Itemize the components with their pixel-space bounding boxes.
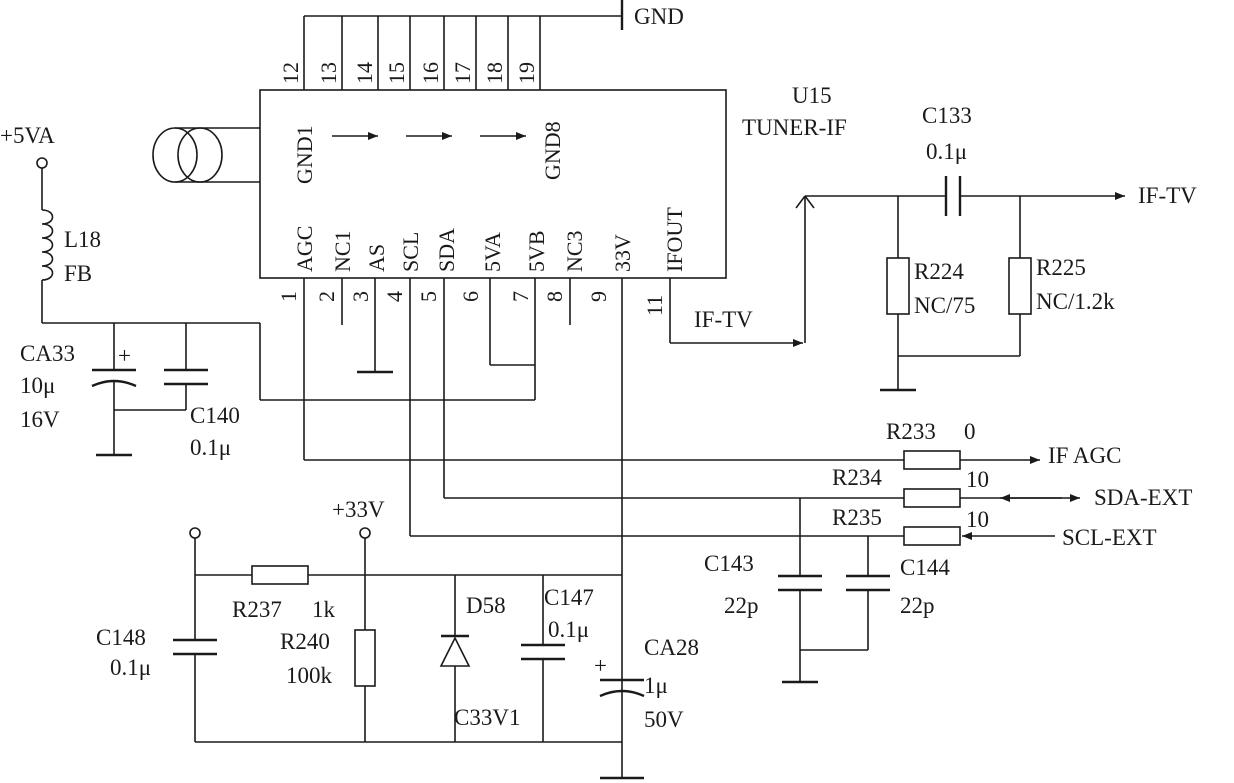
supply-33v-label: +33V <box>332 497 385 522</box>
nc1-pin-name: NC1 <box>330 230 355 272</box>
u15-ref-label: U15 <box>792 83 832 108</box>
pin-2-label: 2 <box>314 291 339 302</box>
r233-ref-label: R233 <box>886 419 936 444</box>
gnd-label: GND <box>634 4 684 29</box>
gnd1-label: GND1 <box>292 125 317 184</box>
c133-value-label: 0.1μ <box>926 139 968 164</box>
pin-8-label: 8 <box>542 291 567 302</box>
c143-value-label: 22p <box>724 593 759 618</box>
r224-ref-label: R224 <box>914 259 964 284</box>
pin-4-label: 4 <box>382 291 407 302</box>
c144-value-label: 22p <box>900 593 935 618</box>
c143-ref-label: C143 <box>704 551 754 576</box>
l18-ref-label: L18 <box>64 227 102 252</box>
r235-value-label: 10 <box>966 507 989 532</box>
c148-value-label: 0.1μ <box>110 655 152 680</box>
ca33-value-label: 10μ <box>20 373 56 398</box>
ca33-ref-label: CA33 <box>20 341 75 366</box>
r234-value-label: 10 <box>966 467 989 492</box>
pin-16-label: 16 <box>418 62 443 84</box>
c144-ref-label: C144 <box>900 555 950 580</box>
ca33-rating-label: 16V <box>20 407 60 432</box>
supply-33v-net <box>173 527 645 743</box>
ifout-pin-name: IFOUT <box>662 207 687 272</box>
supply-5va-net <box>36 157 536 457</box>
nc3-pin-name: NC3 <box>562 230 587 272</box>
tuner-module-box <box>259 89 727 279</box>
pin-9-label: 9 <box>586 291 611 302</box>
pin-11-label: 11 <box>642 295 667 316</box>
scl-pin-name: SCL <box>398 232 423 272</box>
r225-ref-label: R225 <box>1036 255 1086 280</box>
r224-value-label: NC/75 <box>914 293 976 318</box>
coax-input-icon <box>152 127 260 183</box>
5vb-pin-name: 5VB <box>524 230 549 272</box>
r234-ref-label: R234 <box>832 465 882 490</box>
33v-pin-name: 33V <box>610 234 635 272</box>
pin-3-label: 3 <box>348 291 373 302</box>
c133-ref-label: C133 <box>922 103 972 128</box>
agc-pin-name: AGC <box>292 226 317 272</box>
r237-value-label: 1k <box>312 597 335 622</box>
d58-value-label: C33V1 <box>454 705 521 730</box>
ca28-polarity-label: + <box>594 653 607 678</box>
r237-ref-label: R237 <box>232 597 282 622</box>
pin-18-label: 18 <box>482 62 507 84</box>
if-tv-net-label: IF-TV <box>694 307 753 332</box>
sda-ext-label: SDA-EXT <box>1094 485 1193 510</box>
gnd-bus <box>303 0 624 90</box>
pin-14-label: 14 <box>352 62 377 84</box>
gnd8-label: GND8 <box>540 121 565 180</box>
d58-ref-label: D58 <box>466 593 506 618</box>
pin-1-label: 1 <box>276 291 301 302</box>
c148-ref-label: C148 <box>96 625 146 650</box>
r233-value-label: 0 <box>964 419 976 444</box>
if-agc-label: IF AGC <box>1048 443 1122 468</box>
c147-value-label: 0.1μ <box>548 617 590 642</box>
r225-value-label: NC/1.2k <box>1036 289 1115 314</box>
ca28-ref-label: CA28 <box>644 635 699 660</box>
if-output-net <box>669 176 1125 392</box>
pin-15-label: 15 <box>384 62 409 84</box>
supply-5va-label: +5VA <box>0 123 55 148</box>
r240-ref-label: R240 <box>280 629 330 654</box>
as-pin-name: AS <box>364 244 389 272</box>
pin-5-label: 5 <box>416 291 441 302</box>
c147-ref-label: C147 <box>544 585 594 610</box>
if-tv-output-label: IF-TV <box>1138 183 1197 208</box>
ca33-polarity-label: + <box>118 343 131 368</box>
c140-ref-label: C140 <box>190 403 240 428</box>
pin-7-label: 7 <box>508 291 533 302</box>
pin-12-label: 12 <box>278 62 303 84</box>
control-nets <box>304 450 1080 684</box>
tuner-pin-names: GND1 GND8 AGC NC1 AS SCL SDA 5VA 5VB NC3… <box>292 121 687 272</box>
l18-value-label: FB <box>64 261 93 286</box>
pin-13-label: 13 <box>316 62 341 84</box>
tuner-name-label: TUNER-IF <box>742 115 847 140</box>
r235-ref-label: R235 <box>832 505 882 530</box>
bottom-pin-numbers: 1 2 3 4 5 6 7 8 9 11 <box>276 291 667 316</box>
pin-17-label: 17 <box>450 62 475 84</box>
pin-19-label: 19 <box>514 62 539 84</box>
tuner-pin-wires <box>303 278 644 780</box>
ca28-value-label: 1μ <box>644 673 668 698</box>
5va-pin-name: 5VA <box>480 232 505 272</box>
top-pin-numbers: 12 13 14 15 16 17 18 19 <box>278 62 539 84</box>
sda-pin-name: SDA <box>434 228 459 272</box>
pin-6-label: 6 <box>458 291 483 302</box>
r240-value-label: 100k <box>286 663 332 688</box>
c140-value-label: 0.1μ <box>190 435 232 460</box>
scl-ext-label: SCL-EXT <box>1062 525 1157 550</box>
ca28-rating-label: 50V <box>644 707 684 732</box>
